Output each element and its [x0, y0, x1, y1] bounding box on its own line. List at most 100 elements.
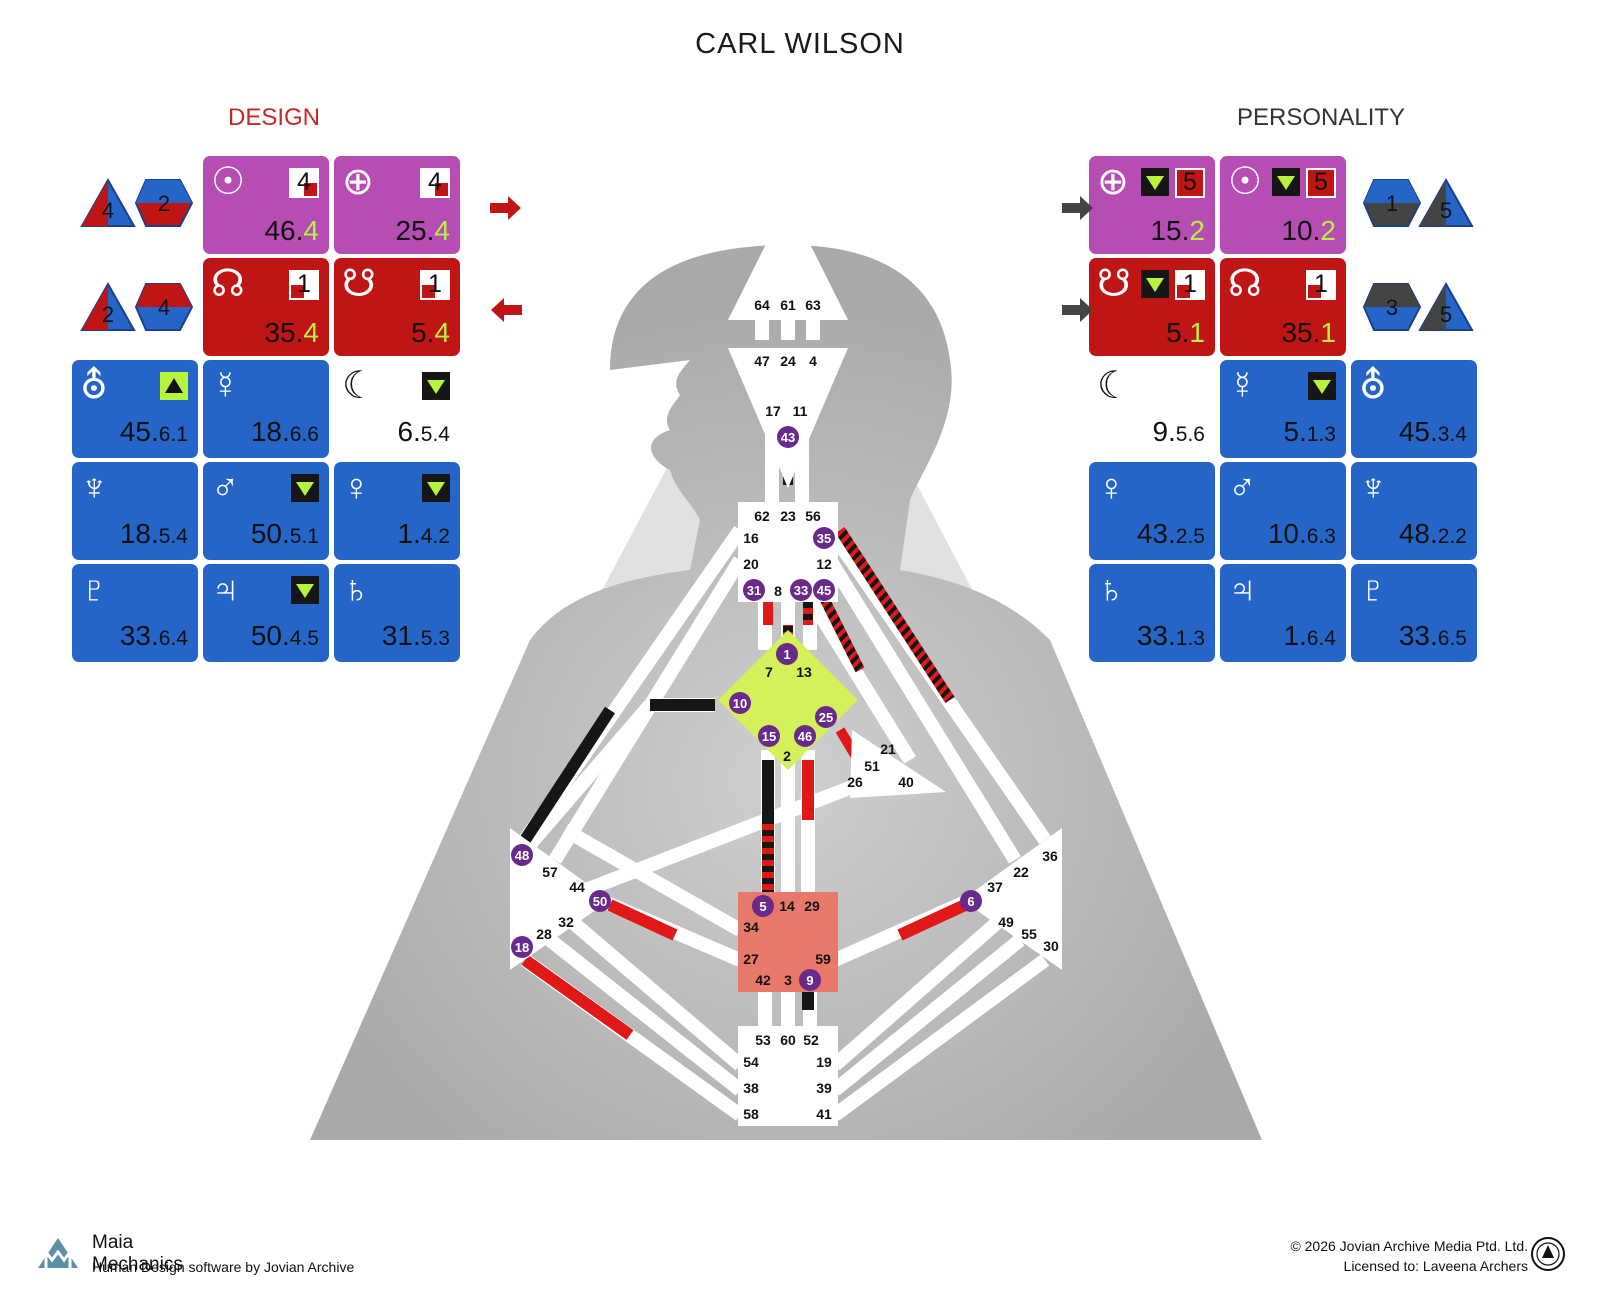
- activated-gate[interactable]: 31: [743, 579, 765, 601]
- gate-number: 36: [1042, 848, 1058, 864]
- gate-number: 52: [803, 1032, 819, 1048]
- personality-planet-card[interactable]: ☿5.1.3: [1220, 360, 1346, 458]
- gate-line-value: 18.6.6: [250, 416, 319, 447]
- gate-number: 56: [805, 508, 821, 524]
- design-planet-card[interactable]: ♄31.5.3: [334, 564, 460, 662]
- design-triangle-label-2: 2: [102, 302, 114, 327]
- personality-arrow-right-icon: [1062, 196, 1093, 220]
- gate-number: 24: [780, 353, 796, 369]
- svg-text:31: 31: [747, 583, 761, 598]
- gate-number: 21: [880, 741, 896, 757]
- gate-number: 60: [780, 1032, 796, 1048]
- copyright-block: © 2026 Jovian Archive Media Ptd. Ltd. Li…: [1290, 1236, 1528, 1276]
- personality-triangle-label-2: 5: [1440, 302, 1452, 327]
- planet-symbol-icon: ♃: [211, 569, 240, 611]
- activated-gate[interactable]: 48: [511, 844, 533, 866]
- gate-number: 20: [743, 556, 759, 572]
- activated-gate[interactable]: 10: [729, 692, 751, 714]
- activated-channels: [519, 455, 968, 1040]
- personality-planet-card[interactable]: ♃ 1.6.4: [1220, 564, 1346, 662]
- brand-name: Maia Mechanics: [92, 1232, 183, 1275]
- personality-planet-card[interactable]: ♆ 48.2.2: [1351, 462, 1477, 560]
- gate-number: 23: [780, 508, 796, 524]
- gate-line-value: 48.2.2: [1398, 518, 1467, 549]
- svg-text:43: 43: [781, 430, 795, 445]
- design-planet-card[interactable]: ☾6.5.4: [334, 360, 460, 458]
- activated-gate[interactable]: 46: [794, 725, 816, 747]
- gate-line-value: 18.5.4: [119, 518, 188, 549]
- gate-number: 14: [779, 898, 795, 914]
- gate-line-value: 1.6.4: [1283, 620, 1336, 651]
- personality-variable-icons: 1 5 3 5: [1362, 177, 1474, 331]
- design-variable-icon-row-2: 2 4: [80, 281, 194, 331]
- activated-gate[interactable]: 15: [758, 725, 780, 747]
- spleen-center: [510, 828, 610, 970]
- svg-text:50: 50: [593, 894, 607, 909]
- line-color-badge: 5: [1175, 168, 1205, 198]
- design-planet-card[interactable]: ♆ 18.5.4: [72, 462, 198, 560]
- planet-symbol-icon: ☊: [1228, 263, 1262, 305]
- planet-symbol-icon: ☿: [211, 365, 240, 407]
- design-planet-card[interactable]: ♂50.5.1: [203, 462, 329, 560]
- design-arrow-left-icon: [491, 298, 522, 322]
- personality-triangle-label-1: 5: [1440, 198, 1452, 223]
- gate-number: 17: [765, 403, 781, 419]
- planet-symbol-icon: ♃: [1228, 569, 1257, 611]
- gate-line-value: 9.5.6: [1152, 416, 1205, 447]
- personality-planet-card[interactable]: ♂10.6.3: [1220, 462, 1346, 560]
- activated-gate[interactable]: 50: [589, 890, 611, 912]
- gate-line-value: 1.4.2: [397, 518, 450, 549]
- arrow-down-icon: [291, 474, 319, 502]
- gate-number: 13: [796, 664, 812, 680]
- personality-planet-card[interactable]: ♄33.1.3: [1089, 564, 1215, 662]
- g-center: [718, 630, 858, 770]
- activated-gate[interactable]: 25: [815, 706, 837, 728]
- svg-text:35: 35: [817, 531, 831, 546]
- gate-line-value: 43.2.5: [1136, 518, 1205, 549]
- planet-symbol-icon: ♆: [80, 467, 109, 509]
- activated-gate[interactable]: 6: [960, 890, 982, 912]
- svg-text:6: 6: [967, 894, 974, 909]
- heart-center: [850, 730, 946, 798]
- design-planet-card[interactable]: ☿ 18.6.6: [203, 360, 329, 458]
- arrow-down-icon: [1141, 168, 1169, 196]
- personality-planet-card[interactable]: ♇33.6.5: [1351, 564, 1477, 662]
- personality-planet-card[interactable]: ⛢45.3.4: [1351, 360, 1477, 458]
- activated-gate[interactable]: 45: [813, 579, 835, 601]
- personality-variable-icon-row-1: 1 5: [1362, 177, 1474, 227]
- line-color-badge: 1: [1175, 270, 1205, 300]
- gate-number: 53: [755, 1032, 771, 1048]
- activated-gate[interactable]: 5: [752, 895, 774, 917]
- arrow-down-icon: [422, 474, 450, 502]
- activated-gate[interactable]: 18: [511, 936, 533, 958]
- planet-symbol-icon: ♀: [342, 467, 371, 509]
- design-planet-card[interactable]: ♇33.6.4: [72, 564, 198, 662]
- license-text: Licensed to: Laveena Archers: [1343, 1258, 1528, 1274]
- activated-gate[interactable]: 33: [790, 579, 812, 601]
- design-planet-card[interactable]: ♀ 1.4.2: [334, 462, 460, 560]
- design-variable-icon-row-1: 4 2: [80, 177, 194, 227]
- activated-gate[interactable]: 1: [776, 643, 798, 665]
- planet-symbol-icon: ♆: [1359, 467, 1388, 509]
- gate-number: 2: [783, 748, 791, 764]
- design-planet-card[interactable]: ♃50.4.5: [203, 564, 329, 662]
- activated-gate[interactable]: 35: [813, 527, 835, 549]
- personality-planet-card[interactable]: ♀43.2.5: [1089, 462, 1215, 560]
- planet-symbol-icon: ⛢: [80, 365, 108, 407]
- design-planet-card[interactable]: ⛢45.6.1: [72, 360, 198, 458]
- gate-line-value: 6.5.4: [397, 416, 450, 447]
- personality-planet-card[interactable]: ☾9.5.6: [1089, 360, 1215, 458]
- activated-gate[interactable]: 9: [799, 969, 821, 991]
- gate-number: 57: [542, 864, 558, 880]
- activated-gate[interactable]: 43: [777, 426, 799, 448]
- gate-number: 26: [847, 774, 863, 790]
